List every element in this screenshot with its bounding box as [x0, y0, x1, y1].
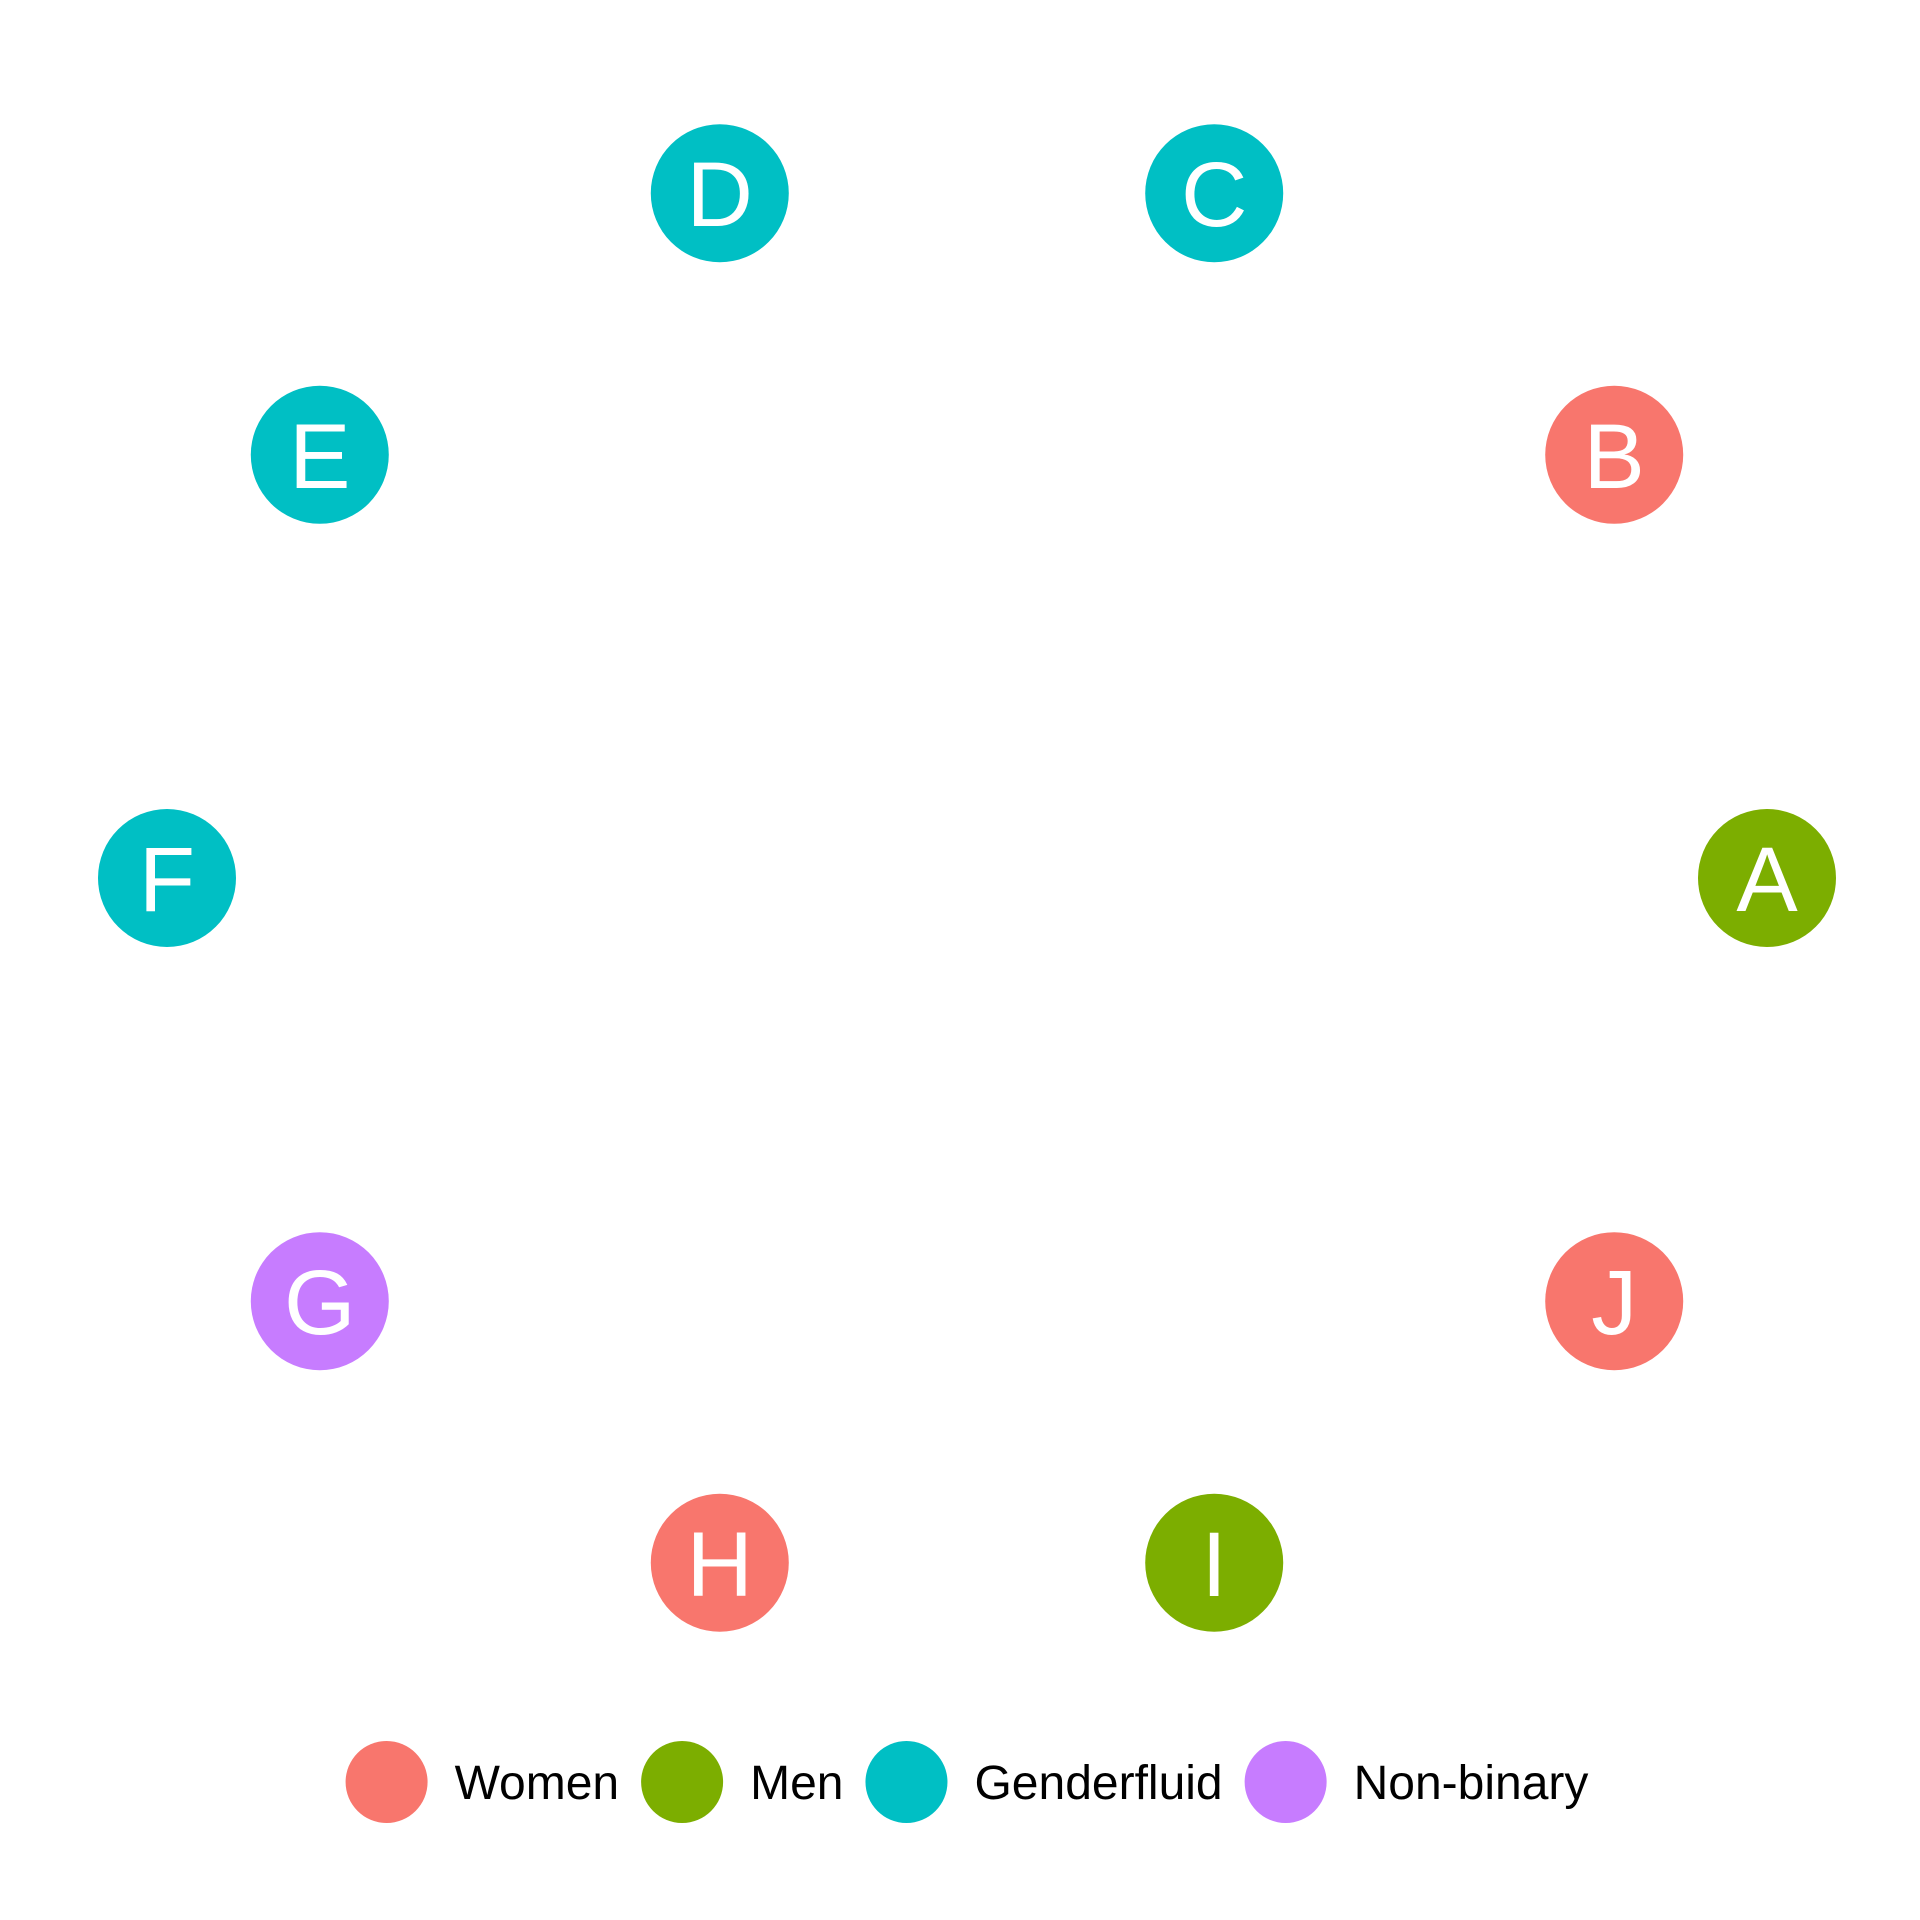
node-circle: [250, 385, 389, 524]
node-circle: [1145, 124, 1284, 263]
legend-swatch: [345, 1741, 428, 1823]
node-circle: [98, 809, 236, 947]
legend-item-men: Men: [641, 1741, 843, 1823]
node-label: E: [289, 406, 350, 508]
node-i: I: [1145, 1493, 1284, 1632]
node-label: J: [1591, 1252, 1637, 1354]
node-circle: [1698, 809, 1836, 947]
node-b: B: [1545, 385, 1684, 524]
node-label: G: [284, 1252, 356, 1354]
node-label: H: [687, 1514, 753, 1616]
legend-swatch: [641, 1741, 724, 1823]
legend-swatch: [1244, 1741, 1327, 1823]
node-label: F: [139, 829, 195, 931]
legend-label: Genderfluid: [974, 1757, 1222, 1810]
nodes-layer: A B C D E F G H I J: [98, 124, 1836, 1632]
node-label: C: [1181, 144, 1247, 246]
node-circle: [1545, 1232, 1684, 1371]
node-circle: [250, 1232, 389, 1371]
node-circle: [650, 1493, 789, 1632]
legend-label: Women: [455, 1757, 620, 1810]
legend-label: Men: [750, 1757, 843, 1810]
legend: Women Men Genderfluid Non-binary: [345, 1741, 1589, 1823]
node-d: D: [650, 124, 789, 263]
node-a: A: [1698, 809, 1836, 947]
node-g: G: [250, 1232, 389, 1371]
legend-label: Non-binary: [1354, 1757, 1589, 1810]
node-h: H: [650, 1493, 789, 1632]
legend-item-women: Women: [345, 1741, 620, 1823]
node-label: I: [1201, 1514, 1227, 1616]
node-circle: [1145, 1493, 1284, 1632]
legend-item-non-binary: Non-binary: [1244, 1741, 1589, 1823]
node-label: A: [1736, 829, 1798, 931]
node-label: D: [687, 144, 753, 246]
node-c: C: [1145, 124, 1284, 263]
node-circle: [650, 124, 789, 263]
node-j: J: [1545, 1232, 1684, 1371]
node-circle: [1545, 385, 1684, 524]
node-e: E: [250, 385, 389, 524]
legend-swatch: [865, 1741, 948, 1823]
node-f: F: [98, 809, 236, 947]
node-label: B: [1584, 406, 1645, 508]
legend-item-genderfluid: Genderfluid: [865, 1741, 1223, 1823]
